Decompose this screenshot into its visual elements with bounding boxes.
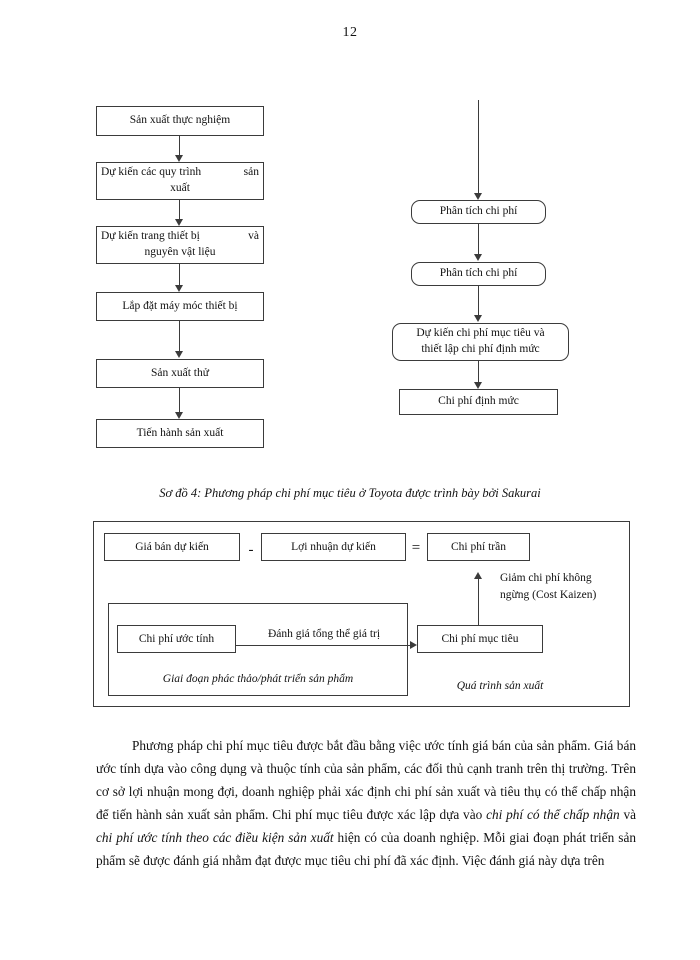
page-number: 12: [342, 25, 358, 40]
paragraph-segment-2: và: [619, 806, 637, 822]
flow-box-label-part2: sản: [243, 166, 259, 179]
flow-box-lap-dat-may-moc: Lắp đặt máy móc thiết bị: [96, 292, 264, 321]
flow-box-tien-hanh-san-xuat: Tiến hành sản xuất: [96, 419, 264, 448]
flow-box-san-xuat-thuc-nghiem: Sản xuất thực nghiệm: [96, 106, 264, 136]
flow-box-label: Sản xuất thử: [151, 366, 209, 379]
flow-box-du-kien-chi-phi-muc-tieu: Dự kiến chi phí mục tiêu và thiết lập ch…: [392, 323, 569, 361]
paragraph-segment-1: Phương pháp chi phí mục tiêu được bắt đầ…: [96, 738, 636, 822]
flow-box-label-row1: Dự kiến các quy trình sản: [95, 165, 265, 181]
arrow-right-icon: [410, 641, 417, 649]
connector-line: [179, 136, 180, 158]
diagram4-box-label: Chi phí mục tiêu: [441, 633, 519, 645]
connector-line: [478, 100, 479, 195]
connector-line: [478, 361, 479, 385]
arrow-down-icon: [175, 351, 183, 358]
flow-box-label-part2: và: [248, 230, 259, 243]
flow-box-label-part1: Dự kiến các quy trình: [101, 166, 202, 179]
flow-box-label: Lắp đặt máy móc thiết bị: [122, 299, 238, 312]
flow-box-label: Chi phí định mức: [438, 395, 519, 408]
flow-box-phan-tich-chi-phi-2: Phân tích chi phí: [411, 262, 546, 286]
flow-box-du-kien-quy-trinh: Dự kiến các quy trình sản xuất: [96, 162, 264, 200]
kaizen-note-line1: Giảm chi phí không: [500, 572, 592, 584]
evaluation-arrow-label: Đánh giá tổng thể giá trị: [267, 628, 381, 640]
connector-line: [179, 264, 180, 288]
diagram4-box-chi-phi-muc-tieu: Chi phí mục tiêu: [417, 625, 543, 653]
kaizen-note-line2: ngừng (Cost Kaizen): [500, 588, 597, 601]
paragraph-italic-2: chi phí ước tính theo các điều kiện sản …: [96, 829, 334, 845]
arrow-down-icon: [175, 219, 183, 226]
flow-box-label: Tiến hành sản xuất: [136, 426, 224, 439]
flow-box-phan-tich-chi-phi-1: Phân tích chi phí: [411, 200, 546, 224]
diagram4-box-label: Lợi nhuận dự kiến: [291, 541, 376, 553]
arrow-down-icon: [175, 155, 183, 162]
kaizen-note: Giảm chi phí không ngừng (Cost Kaizen): [500, 570, 620, 603]
flow-box-label-row2: xuất: [170, 182, 190, 194]
arrow-down-icon: [175, 285, 183, 292]
figure-caption: Sơ đồ 4: Phương pháp chi phí mục tiêu ở …: [159, 486, 541, 500]
paragraph-segment-3: hiện có của doanh nghiệp. Mỗi giai đoạn …: [96, 829, 636, 868]
diagram4-box-label: Chi phí trần: [451, 541, 506, 553]
flow-box-label-part1: Dự kiến trang thiết bị: [101, 230, 200, 243]
diagram4-box-loi-nhuan-du-kien: Lợi nhuận dự kiến: [261, 533, 406, 561]
connector-line: [179, 388, 180, 415]
paragraph-italic-1: chi phí có thể chấp nhận: [486, 806, 620, 822]
diagram4-box-gia-ban-du-kien: Giá bán dự kiến: [104, 533, 240, 561]
diagram4-box-chi-phi-uoc-tinh: Chi phí ước tính: [117, 625, 236, 653]
flow-box-label: Phân tích chi phí: [439, 267, 518, 280]
flow-box-label-row2: thiết lập chi phí định mức: [421, 343, 540, 355]
diagram4-box-label: Chi phí ước tính: [138, 633, 215, 645]
connector-line: [478, 224, 479, 257]
flow-box-san-xuat-thu: Sản xuất thử: [96, 359, 264, 388]
production-process-label: Quá trình sản xuất: [456, 680, 544, 692]
arrow-down-icon: [474, 315, 482, 322]
flow-box-label: Sản xuất thực nghiệm: [129, 114, 231, 127]
diagram4-box-label: Giá bán dự kiến: [135, 541, 209, 553]
arrow-up-icon: [474, 572, 482, 579]
connector-line: [478, 286, 479, 318]
flow-box-label: Phân tích chi phí: [439, 205, 518, 218]
kaizen-connector-line: [478, 578, 479, 638]
flow-box-label-row2: nguyên vật liệu: [144, 246, 216, 258]
connector-line: [179, 200, 180, 222]
minus-sign: -: [248, 542, 254, 558]
flow-box-label-row1: Dự kiến chi phí mục tiêu và: [416, 327, 545, 340]
connector-line: [179, 321, 180, 354]
flow-box-label-row1: Dự kiến trang thiết bị và: [95, 229, 265, 245]
arrow-down-icon: [474, 193, 482, 200]
phase-label: Giai đoạn phác thảo/phát triển sản phẩm: [162, 673, 354, 685]
flow-box-chi-phi-dinh-muc: Chi phí định mức: [399, 389, 558, 415]
evaluation-arrow-line: [236, 645, 411, 646]
arrow-down-icon: [474, 382, 482, 389]
arrow-down-icon: [175, 412, 183, 419]
arrow-down-icon: [474, 254, 482, 261]
flow-box-du-kien-trang-thiet-bi: Dự kiến trang thiết bị và nguyên vật liệ…: [96, 226, 264, 264]
equals-sign: =: [411, 540, 421, 556]
diagram4-box-chi-phi-tran: Chi phí trần: [427, 533, 530, 561]
body-paragraph: Phương pháp chi phí mục tiêu được bắt đầ…: [96, 735, 636, 872]
